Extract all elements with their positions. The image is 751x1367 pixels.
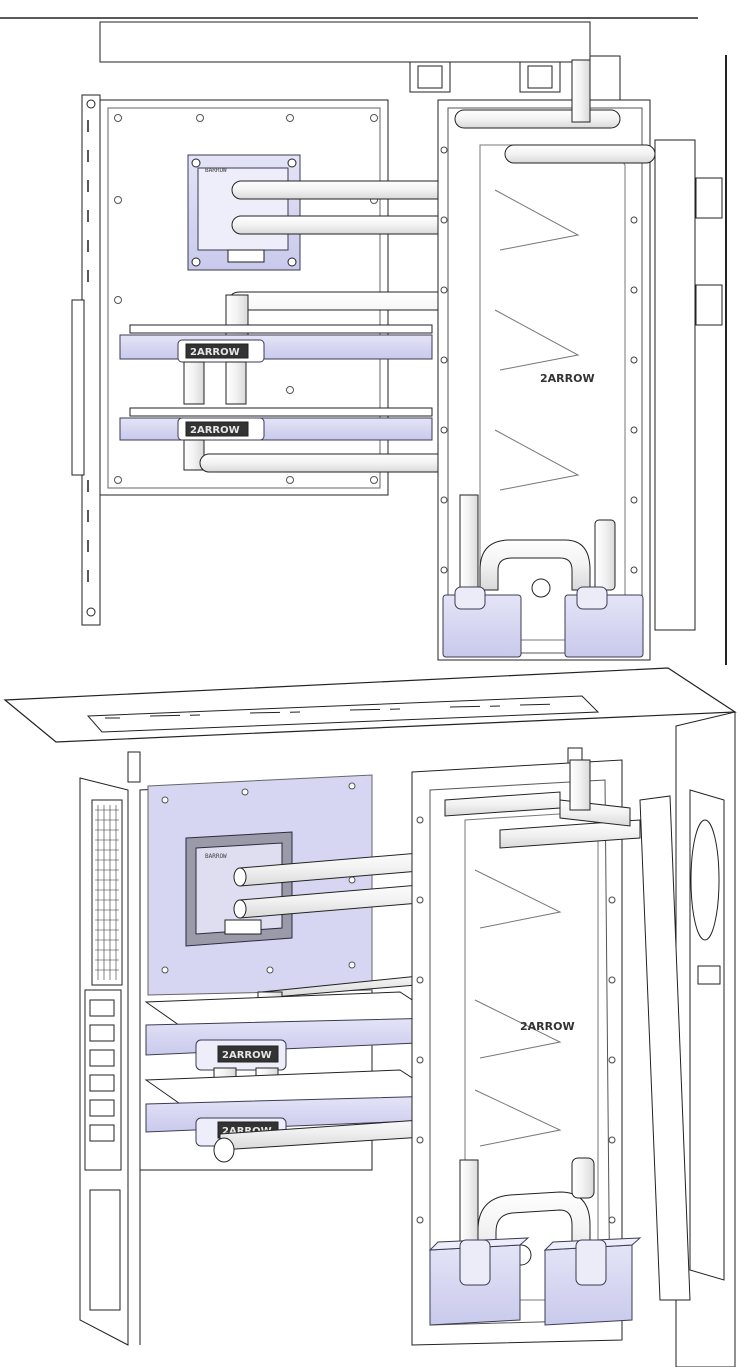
mesh-vent	[95, 805, 119, 980]
cpu-block-front: BARROW	[187, 154, 301, 271]
gpu-2-iso-logo: 2ARROW	[222, 1126, 272, 1137]
radiator-front	[654, 139, 723, 631]
gpu-1-iso-logo: 2ARROW	[222, 1050, 272, 1061]
cpu-block-iso: BARROW	[185, 831, 293, 947]
pump-left-front	[442, 586, 522, 658]
gpu-1-front: 2ARROW	[119, 324, 433, 363]
gpu-2-logo: 2ARROW	[190, 425, 240, 436]
pump-right-iso	[543, 1237, 642, 1326]
cpu-iso-logo: BARROW	[205, 853, 227, 860]
cpu-logo: BARROW	[205, 167, 227, 174]
pump-right-front	[564, 586, 644, 658]
pump-left-iso	[428, 1237, 530, 1326]
gpu-2-front: 2ARROW	[119, 407, 433, 441]
tube-cpu-upper	[231, 180, 473, 200]
gpu-2-iso: 2ARROW	[144, 1069, 442, 1147]
front-view: BARROW 2ARROW 2ARROW	[0, 17, 727, 665]
reservoir-iso-logo: 2ARROW	[520, 1020, 575, 1033]
gpu-1-iso: 2ARROW	[144, 991, 442, 1071]
radiator-iso	[639, 789, 725, 1301]
tube-cpu-lower	[231, 215, 473, 235]
isometric-view: BARROW 2ARROW 2ARROW	[3, 667, 737, 1367]
reservoir-logo: 2ARROW	[540, 372, 595, 385]
gpu-1-logo: 2ARROW	[190, 347, 240, 358]
